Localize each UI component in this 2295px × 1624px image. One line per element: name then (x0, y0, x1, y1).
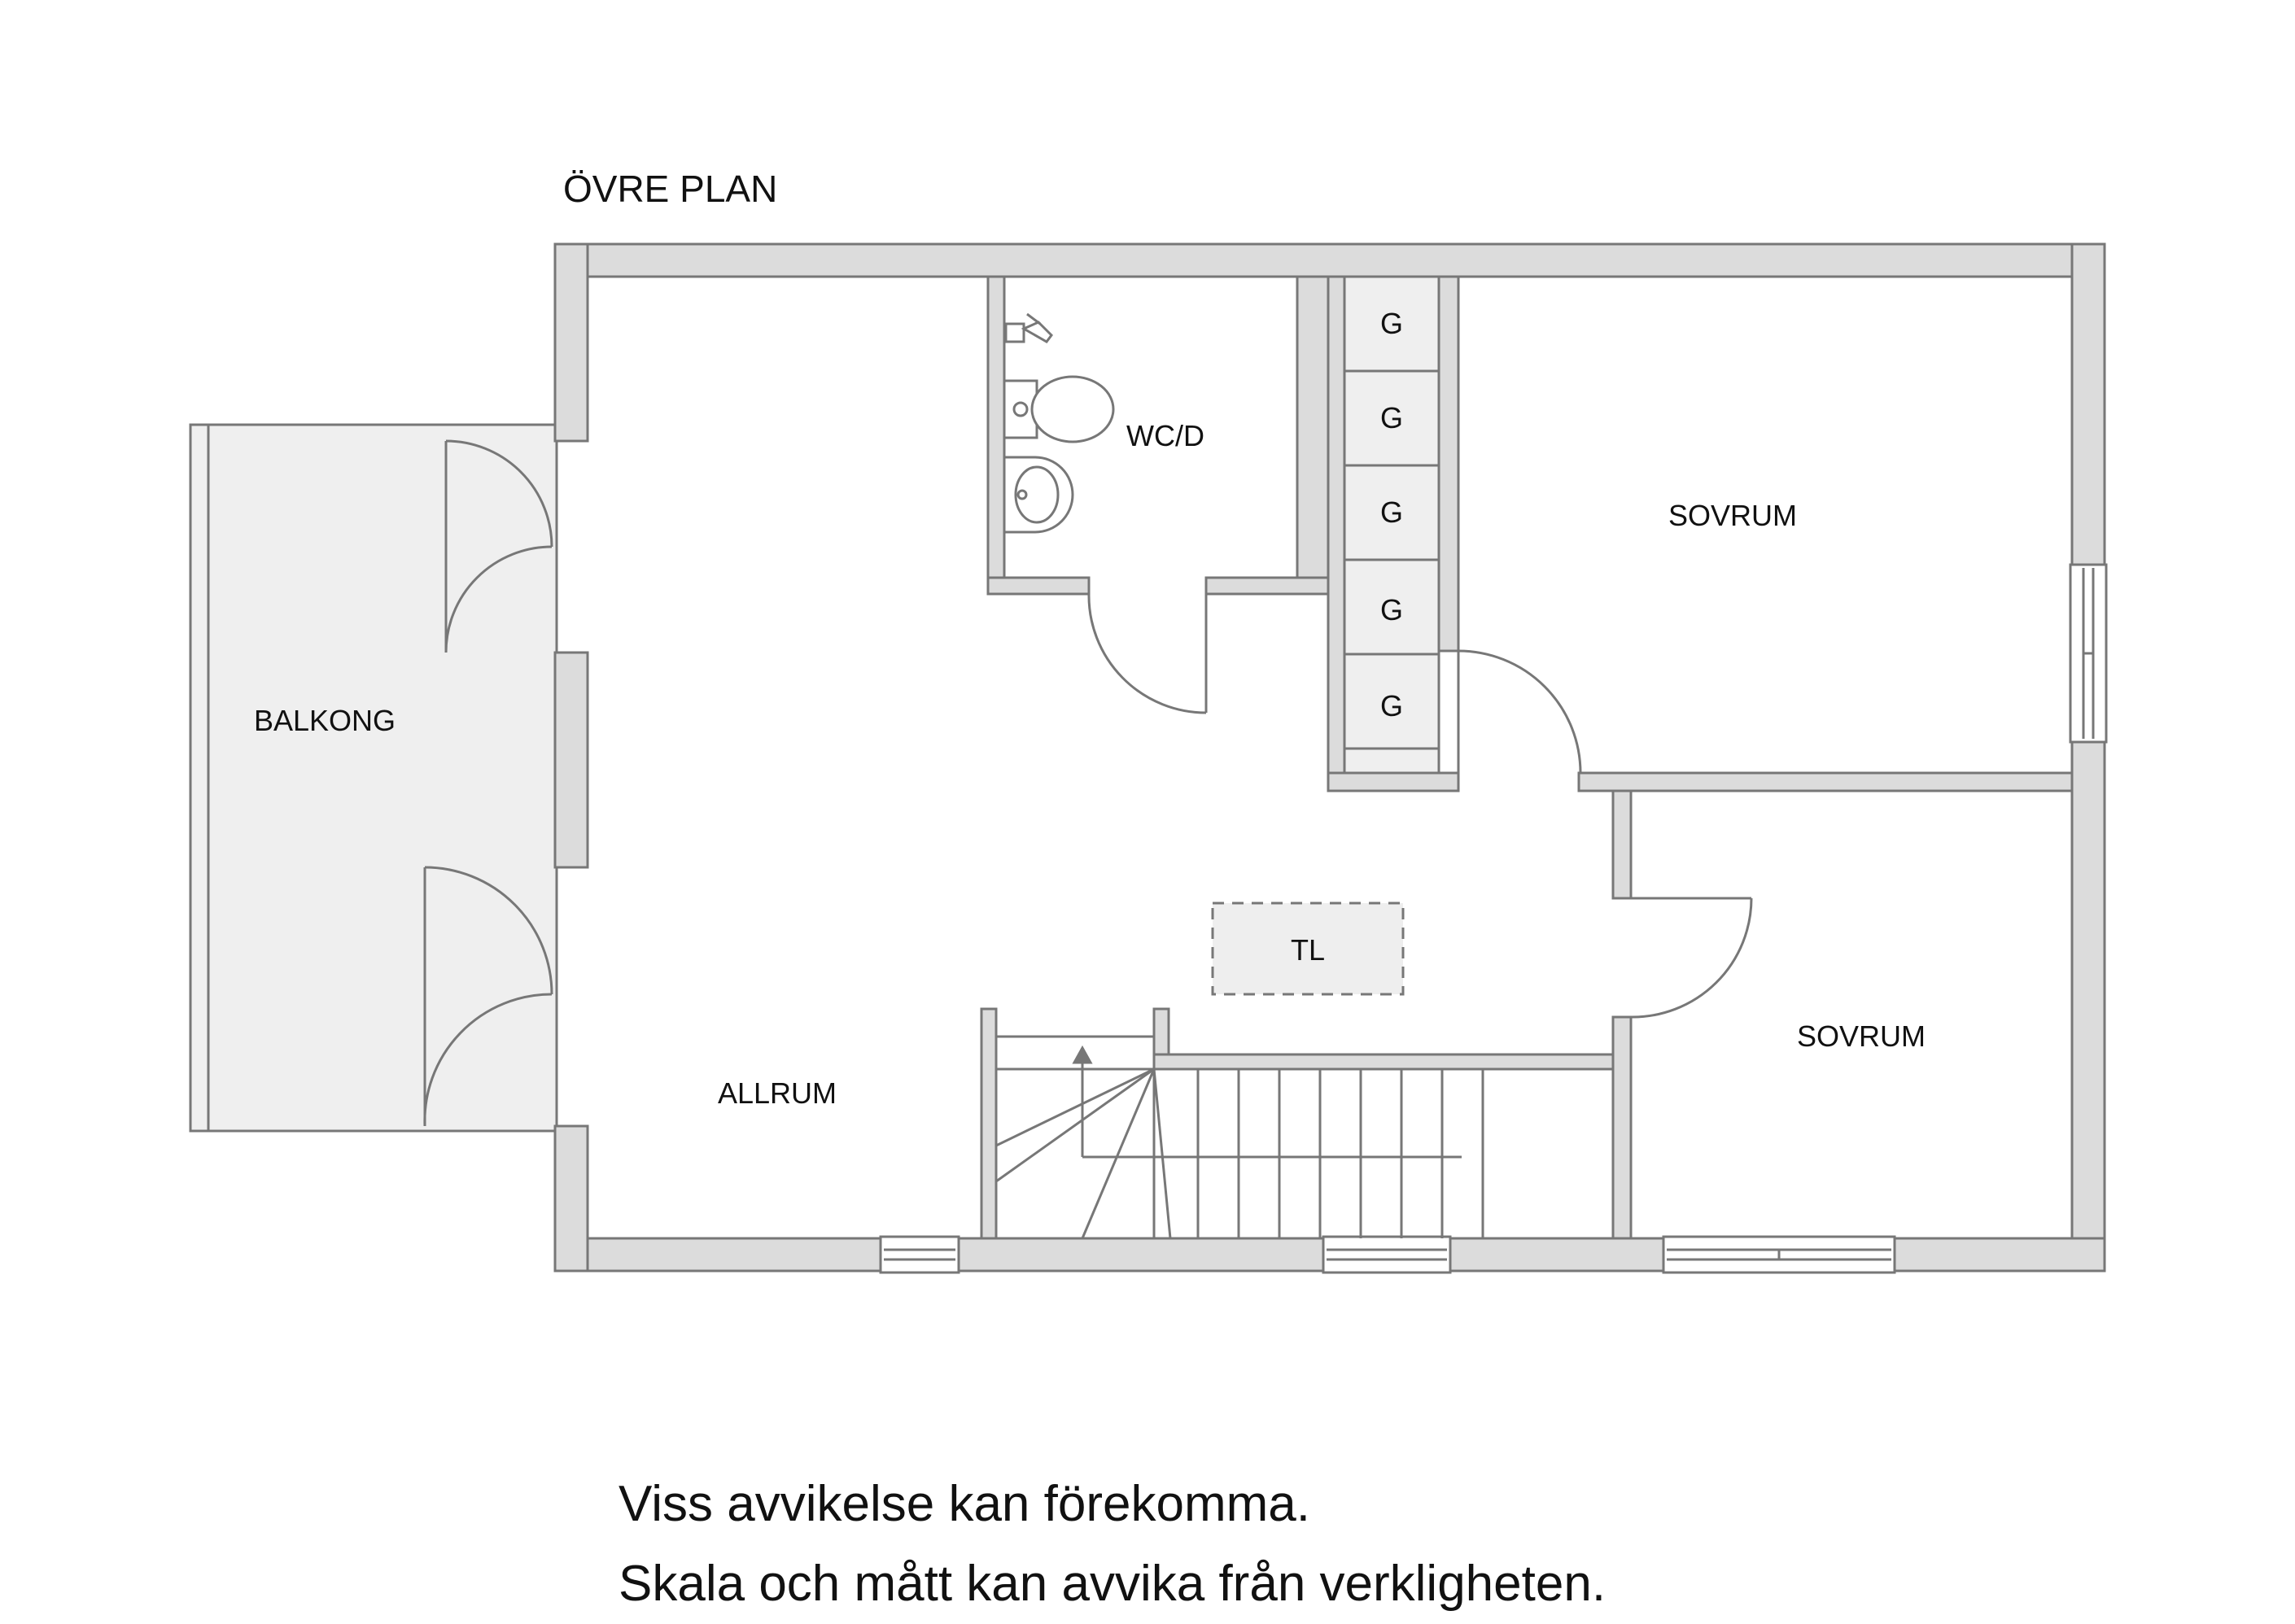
bedroom-1-door (1457, 649, 1582, 774)
wardrobes: G G G G G (1343, 275, 1440, 775)
wardrobe-label: G (1380, 401, 1403, 434)
bedroom-1-label: SOVRUM (1668, 499, 1797, 532)
disclaimer: Viss avvikelse kan förekomma. Skala och … (619, 1465, 1606, 1624)
balcony (189, 423, 558, 1133)
sink-icon (1003, 456, 1074, 534)
hatch-label: TL (1291, 933, 1325, 967)
bedroom-2-door (1630, 897, 1753, 1019)
stair-direction-arrow (1072, 1045, 1093, 1064)
balcony-doors (423, 439, 553, 1127)
plan-title: ÖVRE PLAN (563, 168, 777, 210)
wardrobe-label: G (1380, 593, 1403, 626)
toilet-icon (1003, 375, 1115, 443)
living-room-label: ALLRUM (718, 1076, 837, 1110)
bedroom-2-label: SOVRUM (1797, 1019, 1926, 1053)
wardrobe-label: G (1380, 495, 1403, 529)
shower-icon (1004, 312, 1053, 343)
wardrobe-label: G (1380, 689, 1403, 723)
disclaimer-line-2: Skala och mått kan avvika från verklighe… (619, 1556, 1606, 1612)
wardrobe-label: G (1380, 307, 1403, 340)
windows (879, 563, 2108, 1274)
wc-door (1087, 593, 1208, 714)
staircase (994, 1035, 1484, 1240)
balcony-label: BALKONG (254, 704, 396, 737)
disclaimer-line-1: Viss avvikelse kan förekomma. (619, 1476, 1310, 1532)
wc-label: WC/D (1126, 419, 1204, 452)
roof-hatch: TL (1211, 901, 1405, 996)
wc-fixtures (1003, 312, 1115, 534)
